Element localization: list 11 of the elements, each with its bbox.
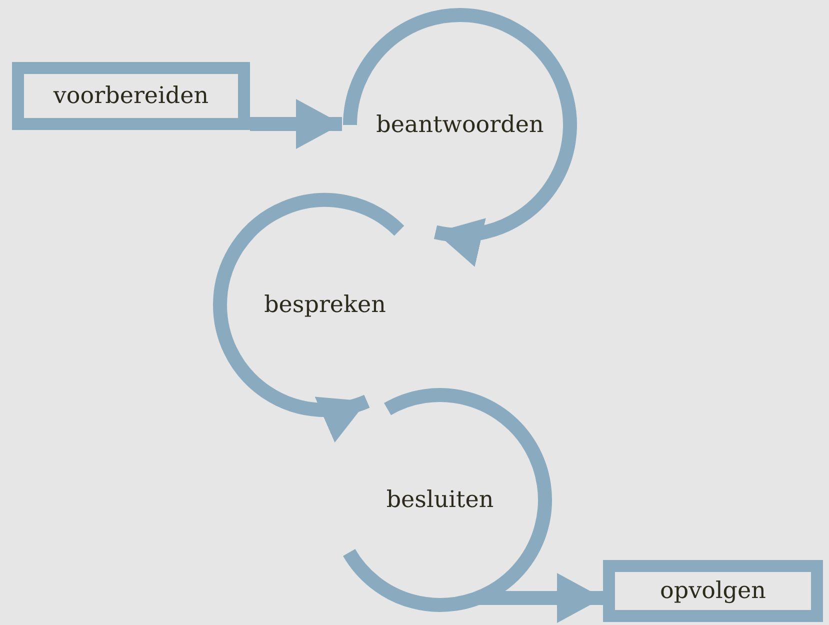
step-label: beantwoorden [376, 112, 544, 138]
step-label: besluiten [386, 487, 494, 513]
arrow [478, 573, 603, 623]
arrow [250, 99, 342, 149]
circular-arrow [213, 302, 370, 440]
step-label: opvolgen [660, 578, 766, 604]
process-box [12, 62, 250, 130]
step-label: bespreken [264, 292, 386, 318]
step-label: voorbereiden [53, 83, 209, 109]
circular-arrow [343, 8, 577, 264]
process-box [603, 560, 823, 622]
